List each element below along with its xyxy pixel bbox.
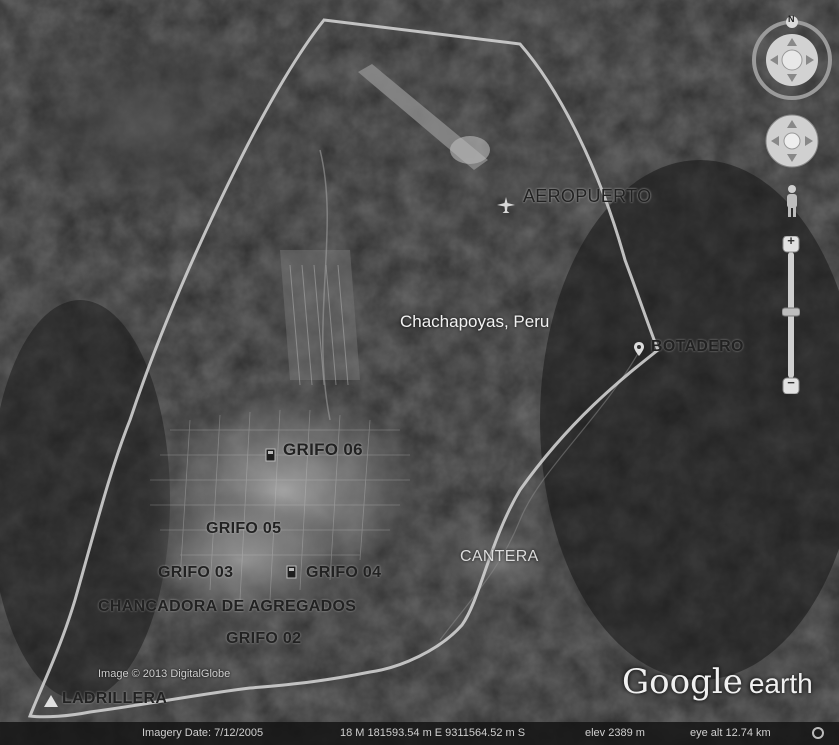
elevation: elev 2389 m — [585, 727, 645, 739]
coordinates: 18 M 181593.54 m E 9311564.52 m S — [340, 727, 526, 739]
marker-label-grifo-04: GRIFO 04 — [306, 564, 382, 581]
streaming-indicator-icon — [812, 727, 824, 739]
eye-altitude: eye alt 12.74 km — [690, 727, 771, 739]
marker-label-cantera: CANTERA — [460, 548, 539, 565]
zoom-out-button[interactable]: − — [787, 375, 795, 390]
compass-north[interactable]: N — [788, 14, 795, 24]
compass-ring-icon[interactable] — [752, 16, 832, 100]
marker-label-grifo-02: GRIFO 02 — [226, 630, 302, 647]
imagery-date: Imagery Date: 7/12/2005 — [142, 727, 264, 739]
place-label: Chachapoyas, Peru — [400, 312, 550, 331]
gas-station-icon[interactable] — [286, 563, 298, 579]
marker-label-grifo-06: GRIFO 06 — [283, 440, 363, 459]
marker-label-grifo-03: GRIFO 03 — [158, 564, 234, 581]
marker-label-grifo-05: GRIFO 05 — [206, 520, 282, 537]
pin-icon[interactable] — [634, 342, 644, 356]
marker-label-aeropuerto: AEROPUERTO — [523, 186, 652, 206]
project-boundary — [27, 18, 660, 719]
street-view-pegman-icon[interactable] — [785, 184, 799, 218]
status-bar: Imagery Date: 7/12/2005 18 M 181593.54 m… — [0, 722, 839, 745]
marker-label-chancadora: CHANCADORA DE AGREGADOS — [98, 598, 357, 615]
zoom-in-button[interactable]: + — [787, 233, 795, 248]
marker-label-ladrillera: LADRILLERA — [62, 690, 168, 707]
move-joystick-icon[interactable] — [765, 114, 819, 168]
imagery-credit: Image © 2013 DigitalGlobe — [98, 668, 231, 680]
zoom-slider-icon[interactable] — [781, 235, 801, 395]
logo-product: earth — [748, 668, 813, 699]
airplane-icon[interactable] — [496, 196, 516, 214]
marker-label-botadero: BOTADERO — [651, 338, 744, 355]
triangle-icon[interactable] — [44, 694, 58, 707]
logo-brand: Google — [622, 662, 743, 702]
gas-station-icon[interactable] — [265, 446, 277, 462]
